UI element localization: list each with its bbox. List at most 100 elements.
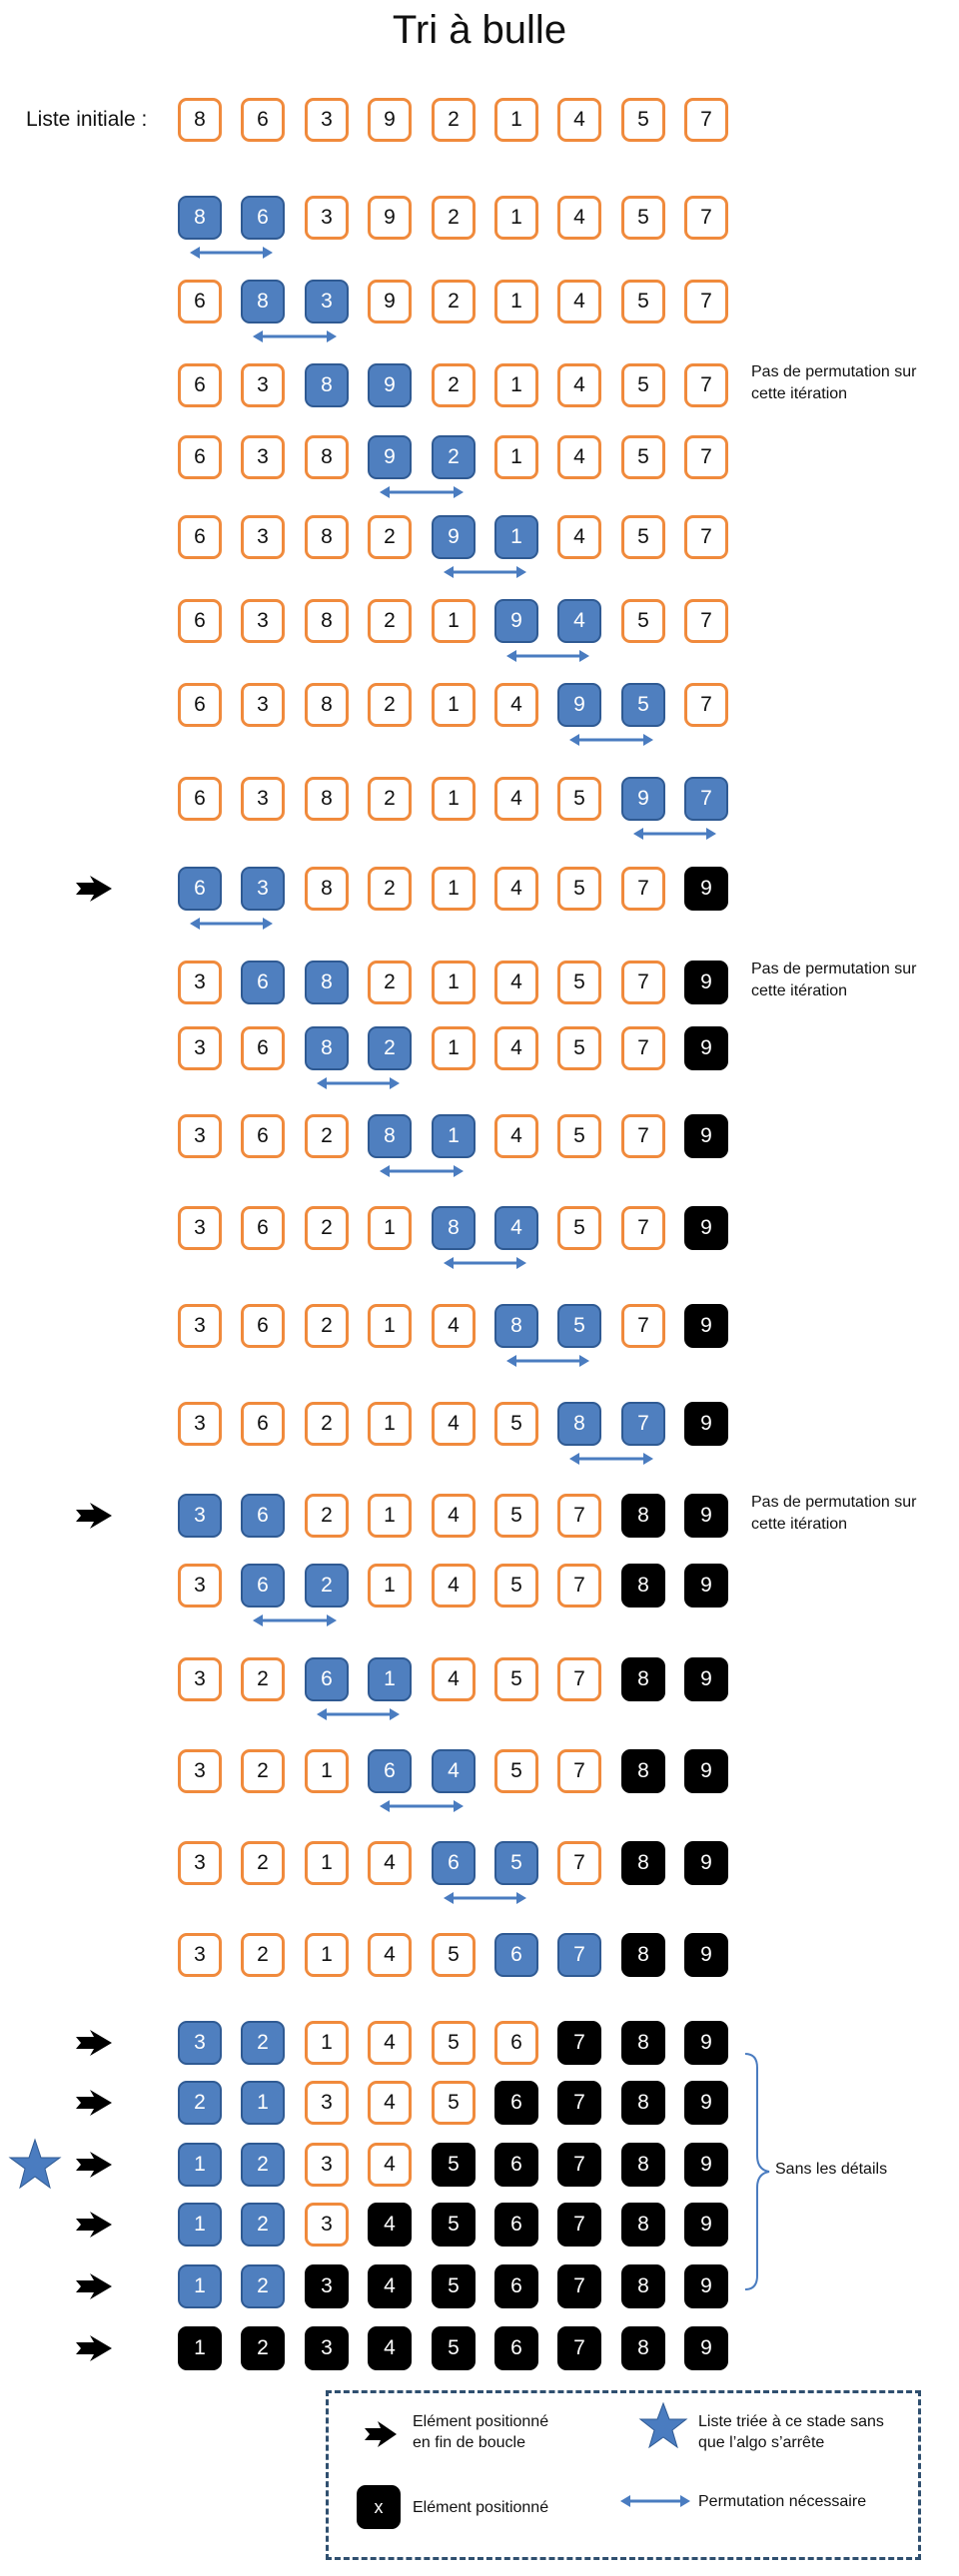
list-cell: 2 xyxy=(241,1841,285,1885)
list-cell: 5 xyxy=(494,1494,538,1538)
list-cell: 4 xyxy=(494,867,538,911)
list-cell: 3 xyxy=(305,2203,349,2247)
list-cell: 1 xyxy=(178,2143,222,2187)
list-cell: 9 xyxy=(684,1933,728,1977)
swap-arrow-icon xyxy=(317,1077,400,1089)
list-cell: 7 xyxy=(557,2081,601,2125)
list-cell: 5 xyxy=(494,1657,538,1701)
list-cell: 4 xyxy=(432,1304,476,1348)
list-cell: 4 xyxy=(494,683,538,727)
list-cell: 8 xyxy=(305,1026,349,1070)
list-cell: 2 xyxy=(305,1206,349,1250)
list-cell: 4 xyxy=(557,435,601,479)
list-cell: 7 xyxy=(557,1657,601,1701)
list-cell: 6 xyxy=(241,98,285,142)
list-cell: 4 xyxy=(557,280,601,323)
list-cell: 1 xyxy=(305,2021,349,2065)
list-cell: 6 xyxy=(241,1206,285,1250)
list-cell: 1 xyxy=(368,1657,412,1701)
end-of-loop-arrow-icon xyxy=(76,2152,112,2178)
list-cell: 8 xyxy=(621,1749,665,1793)
list-cell: 3 xyxy=(305,2326,349,2370)
swap-arrow-icon xyxy=(253,1614,337,1626)
list-cell: 1 xyxy=(368,1564,412,1608)
list-cell: 9 xyxy=(684,1402,728,1446)
list-cell: 2 xyxy=(305,1304,349,1348)
list-cell: 3 xyxy=(178,1494,222,1538)
list-cell: 6 xyxy=(241,1026,285,1070)
list-cell: 1 xyxy=(432,1114,476,1158)
list-cell: 1 xyxy=(178,2264,222,2308)
list-cell: 8 xyxy=(241,280,285,323)
list-cell: 5 xyxy=(621,599,665,643)
list-cell: 5 xyxy=(432,2021,476,2065)
list-cell: 2 xyxy=(241,1657,285,1701)
list-cell: 1 xyxy=(494,98,538,142)
list-cell: 7 xyxy=(557,1564,601,1608)
list-cell: 2 xyxy=(368,777,412,821)
list-cell: 4 xyxy=(368,2143,412,2187)
brace-label: Sans les détails xyxy=(775,2161,888,2178)
list-cell: 6 xyxy=(494,2326,538,2370)
swap-arrow-icon xyxy=(190,918,273,930)
list-cell: 9 xyxy=(368,280,412,323)
list-cell: 4 xyxy=(368,2264,412,2308)
list-cell: 6 xyxy=(241,1402,285,1446)
list-cell: 3 xyxy=(305,196,349,240)
list-cell: 8 xyxy=(305,683,349,727)
list-cell: 7 xyxy=(621,961,665,1004)
list-cell: 5 xyxy=(557,961,601,1004)
legend-positioned: Elément positionné xyxy=(413,2499,549,2516)
list-cell: 7 xyxy=(557,2326,601,2370)
list-cell: 4 xyxy=(432,1749,476,1793)
star-icon xyxy=(638,2401,688,2449)
list-cell: 3 xyxy=(178,961,222,1004)
list-cell: 3 xyxy=(305,98,349,142)
list-cell: 2 xyxy=(241,2021,285,2065)
star-icon xyxy=(8,2138,62,2190)
list-cell: 7 xyxy=(621,1206,665,1250)
list-cell: 3 xyxy=(178,1206,222,1250)
list-cell: 4 xyxy=(432,1564,476,1608)
list-cell: 9 xyxy=(684,2203,728,2247)
list-cell: 2 xyxy=(368,867,412,911)
list-cell: 9 xyxy=(684,1026,728,1070)
list-cell: 1 xyxy=(432,777,476,821)
swap-arrow-icon xyxy=(506,1355,589,1367)
list-cell: 6 xyxy=(241,1304,285,1348)
list-cell: 5 xyxy=(432,2143,476,2187)
legend: Elément positionné en fin de boucle x El… xyxy=(326,2390,921,2560)
list-cell: 9 xyxy=(684,2081,728,2125)
list-cell: 4 xyxy=(494,1114,538,1158)
list-cell: 3 xyxy=(178,1841,222,1885)
summary-brace xyxy=(744,2053,770,2290)
end-of-loop-arrow-icon xyxy=(76,2335,112,2361)
list-cell: 5 xyxy=(494,1841,538,1885)
list-cell: 3 xyxy=(241,777,285,821)
list-cell: 2 xyxy=(241,2203,285,2247)
swap-arrow-icon xyxy=(317,1708,400,1720)
end-of-loop-arrow-icon xyxy=(76,2273,112,2299)
legend-end-of-loop: Elément positionné en fin de boucle xyxy=(413,2413,549,2451)
list-cell: 1 xyxy=(178,2326,222,2370)
list-cell: 4 xyxy=(494,777,538,821)
list-cell: 2 xyxy=(241,2326,285,2370)
swap-arrow-icon xyxy=(569,734,653,746)
list-cell: 4 xyxy=(368,2081,412,2125)
list-cell: 5 xyxy=(432,1933,476,1977)
list-cell: 2 xyxy=(368,1026,412,1070)
list-cell: 2 xyxy=(368,683,412,727)
list-cell: 6 xyxy=(178,867,222,911)
list-cell: 9 xyxy=(684,1114,728,1158)
list-cell: 4 xyxy=(494,961,538,1004)
list-cell: 7 xyxy=(557,1494,601,1538)
list-cell: 8 xyxy=(178,98,222,142)
list-cell: 2 xyxy=(432,363,476,407)
list-cell: 5 xyxy=(557,777,601,821)
list-cell: 8 xyxy=(305,867,349,911)
list-cell: 5 xyxy=(557,867,601,911)
list-cell: 6 xyxy=(241,1564,285,1608)
list-cell: 4 xyxy=(432,1657,476,1701)
list-cell: 9 xyxy=(621,777,665,821)
list-cell: 7 xyxy=(557,2021,601,2065)
